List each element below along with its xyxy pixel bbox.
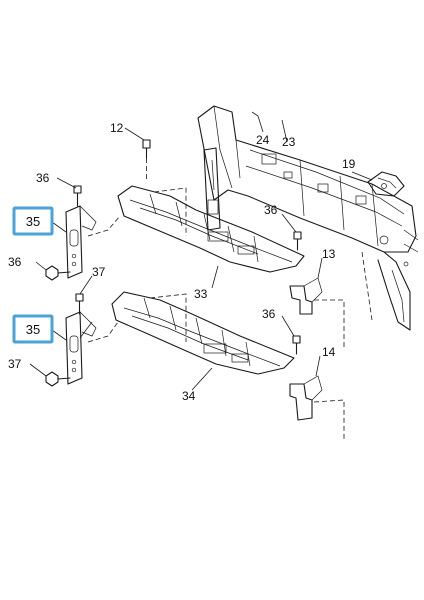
bracket-14 — [289, 375, 323, 421]
label-34: 34 — [182, 389, 196, 403]
upper-air-deflector-33 — [117, 185, 305, 273]
bolt-12 — [142, 139, 151, 159]
label-37-left: 37 — [8, 357, 22, 371]
screw-37-left — [45, 371, 71, 387]
label-12: 12 — [110, 121, 124, 135]
bolt-36-center-lower — [292, 335, 301, 355]
label-19: 19 — [342, 157, 356, 171]
bolt-37-left-mid — [75, 293, 84, 315]
radiator-support-tie-bar — [197, 105, 419, 331]
label-14: 14 — [322, 345, 336, 359]
label-36-center-lower: 36 — [262, 307, 276, 321]
side-bracket-35-lower — [65, 311, 97, 385]
label-36-center-upper: 36 — [264, 203, 278, 217]
label-36-top-left: 36 — [36, 171, 50, 185]
label-24: 24 — [256, 133, 270, 147]
bolt-36-center-upper — [293, 231, 302, 251]
label-35-upper: 35 — [26, 214, 40, 229]
label-33: 33 — [194, 287, 208, 301]
label-36-left: 36 — [8, 255, 22, 269]
label-23: 23 — [282, 135, 296, 149]
part-labels: 12 24 23 19 36 36 36 13 37 33 36 14 37 3… — [8, 121, 356, 403]
bolt-36-left-top — [73, 185, 82, 207]
label-37-mid: 37 — [92, 265, 106, 279]
label-35-lower: 35 — [26, 322, 40, 337]
lower-air-deflector-34 — [111, 291, 295, 375]
bracket-13 — [289, 277, 323, 315]
center-support-post — [203, 147, 221, 231]
reference-lines — [87, 158, 373, 440]
label-13: 13 — [322, 247, 336, 261]
callout-35-upper[interactable]: 35 — [12, 206, 54, 236]
callout-35-lower[interactable]: 35 — [12, 314, 54, 344]
leader-lines — [29, 111, 373, 391]
highlight-box-upper — [12, 206, 54, 236]
highlight-box-lower — [12, 314, 54, 344]
screw-36-left — [45, 265, 71, 281]
side-bracket-35-upper — [65, 205, 97, 279]
bracket-19 — [367, 171, 405, 197]
